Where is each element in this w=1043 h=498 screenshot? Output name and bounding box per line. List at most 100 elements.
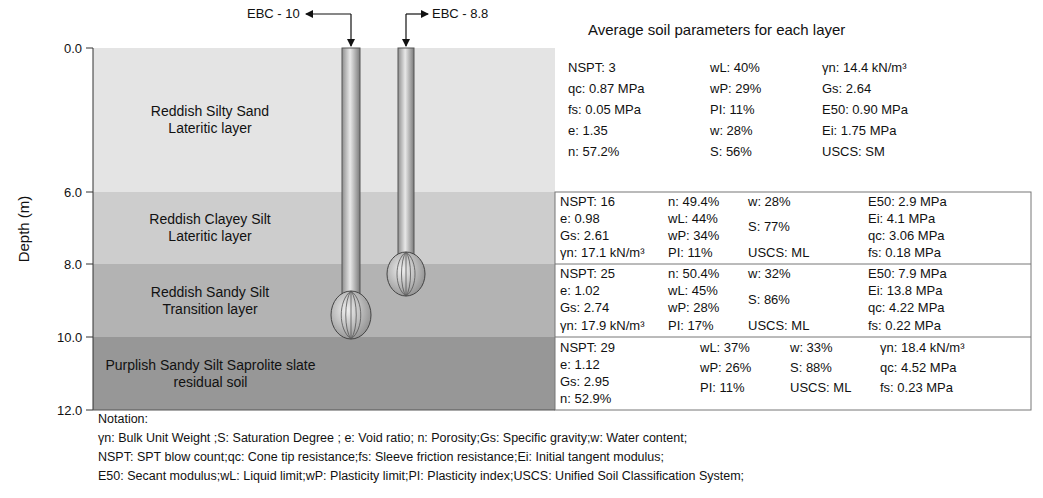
parameter-value: e: 1.02 <box>560 283 600 299</box>
parameter-value: qc: 3.06 MPa <box>868 228 945 244</box>
layer-name: Reddish Silty Sand Lateritic layer <box>125 103 295 137</box>
parameter-value: n: 50.4% <box>668 266 719 282</box>
parameter-box: NSPT: 3 qc: 0.87 MPa fs: 0.05 MPa e: 1.35 n:… <box>555 48 1031 192</box>
parameter-value: n: 49.4% <box>668 194 719 210</box>
parameter-value: wL: 37% <box>700 340 750 356</box>
parameter-value: wP: 34% <box>668 228 719 244</box>
parameter-value: Ei: 13.8 MPa <box>868 283 942 299</box>
parameter-value: PI: 11% <box>700 380 745 396</box>
parameter-value: USCS: ML <box>790 380 851 396</box>
parameter-value: wP: 26% <box>700 360 751 376</box>
parameter-value: wL: 40% <box>710 60 760 76</box>
parameter-value: NSPT: 16 <box>560 194 615 210</box>
bulb-ribs <box>397 252 415 296</box>
parameter-value: n: 57.2% <box>568 144 619 160</box>
parameter-value: fs: 0.23 MPa <box>880 380 953 396</box>
table-heading: Average soil parameters for each layer <box>588 22 845 38</box>
leader-arrow <box>350 14 351 46</box>
soil-layer-band: Reddish Sandy Silt Transition layer <box>93 264 555 337</box>
parameter-value: Ei: 4.1 MPa <box>868 211 935 227</box>
table-rule <box>555 337 1031 338</box>
profile-base <box>93 410 555 411</box>
pile-shaft <box>342 48 360 294</box>
parameter-value: S: 86% <box>748 292 790 308</box>
parameter-value: n: 52.9% <box>560 391 611 407</box>
pile-shaft <box>398 48 414 254</box>
leader-arrow <box>405 14 406 46</box>
parameter-value: E50: 2.9 MPa <box>868 194 947 210</box>
parameter-value: PI: 17% <box>668 318 714 334</box>
layer-fill <box>93 264 555 337</box>
layer-name: Reddish Clayey Silt Lateritic layer <box>125 211 295 245</box>
parameter-value: wP: 28% <box>668 300 719 316</box>
parameter-value: Gs: 2.95 <box>560 374 609 390</box>
layer-name: Reddish Sandy Silt Transition layer <box>125 284 295 318</box>
parameter-box: NSPT: 29e: 1.12Gs: 2.95n: 52.9% wL: 37% wP… <box>555 337 1031 410</box>
parameter-value: NSPT: 29 <box>560 340 615 356</box>
leader-arrow <box>306 13 351 14</box>
layer-fill <box>93 48 555 192</box>
parameter-value: Gs: 2.64 <box>822 81 871 97</box>
notation-text: γn: Bulk Unit Weight ;S: Saturation Degr… <box>98 430 687 446</box>
parameter-value: wL: 44% <box>668 211 718 227</box>
tick <box>86 192 93 193</box>
soil-layer-band: Purplish Sandy Silt Saprolite slate resi… <box>93 337 555 410</box>
pile-bulb <box>331 291 371 339</box>
parameter-value: USCS: ML <box>748 318 809 334</box>
soil-layer-band: Reddish Silty Sand Lateritic layer <box>93 48 555 192</box>
bulb-ribs <box>341 291 361 339</box>
leader-arrow <box>406 13 428 14</box>
parameter-value: e: 1.12 <box>560 357 600 373</box>
parameter-value: w: 28% <box>748 194 791 210</box>
tick <box>86 48 93 49</box>
depth-axis <box>93 48 94 410</box>
parameter-value: qc: 4.22 MPa <box>868 300 945 316</box>
parameter-value: fs: 0.05 MPa <box>568 102 641 118</box>
parameter-value: e: 1.35 <box>568 123 608 139</box>
parameter-value: Gs: 2.61 <box>560 228 609 244</box>
parameter-value: w: 32% <box>748 266 791 282</box>
pile-label: EBC - 8.8 <box>432 6 488 22</box>
parameter-value: Gs: 2.74 <box>560 300 609 316</box>
pile-bulb <box>387 252 425 296</box>
parameter-value: γn: 14.4 kN/m³ <box>822 60 907 76</box>
parameter-value: S: 77% <box>748 219 790 235</box>
parameter-value: fs: 0.18 MPa <box>868 245 941 261</box>
pile-label: EBC - 10 <box>247 6 300 22</box>
notation-text: NSPT: SPT blow count;qc: Cone tip resist… <box>98 449 664 465</box>
parameter-box: NSPT: 16e: 0.98Gs: 2.61γn: 17.1 kN/m³n: … <box>555 192 1031 264</box>
parameter-box: NSPT: 25e: 1.02Gs: 2.74γn: 17.9 kN/m³n: … <box>555 264 1031 337</box>
soil-layer-band: Reddish Clayey Silt Lateritic layer <box>93 192 555 264</box>
tick <box>86 410 93 411</box>
table-rule <box>555 264 1031 265</box>
parameter-value: fs: 0.22 MPa <box>868 318 941 334</box>
parameter-value: γn: 17.9 kN/m³ <box>560 318 645 334</box>
depth-tick-label: 12.0 <box>57 403 82 419</box>
parameter-value: E50: 7.9 MPa <box>868 266 947 282</box>
parameter-value: PI: 11% <box>710 102 755 118</box>
tick <box>86 264 93 265</box>
parameter-value: wP: 29% <box>710 81 761 97</box>
parameter-value: E50: 0.90 MPa <box>822 102 908 118</box>
parameter-value: qc: 0.87 MPa <box>568 81 645 97</box>
parameter-value: w: 33% <box>790 340 833 356</box>
depth-tick-label: 8.0 <box>64 257 82 273</box>
parameter-value: e: 0.98 <box>560 211 600 227</box>
parameter-value: qc: 4.52 MPa <box>880 360 957 376</box>
parameter-value: PI: 11% <box>668 245 713 261</box>
parameter-value: wL: 45% <box>668 283 718 299</box>
depth-tick-label: 10.0 <box>57 330 82 346</box>
depth-tick-label: 0.0 <box>64 41 82 57</box>
parameter-value: NSPT: 3 <box>568 60 616 76</box>
notation-text: E50: Secant modulus;wL: Liquid limit;wP:… <box>98 468 744 484</box>
axis-title: Depth (m) <box>16 196 32 263</box>
table-frame <box>555 192 1031 410</box>
parameter-value: USCS: SM <box>822 144 885 160</box>
layer-name: Purplish Sandy Silt Saprolite slate resi… <box>103 357 318 391</box>
layer-fill <box>93 192 555 264</box>
parameter-value: S: 56% <box>710 144 752 160</box>
parameter-value: w: 28% <box>710 123 753 139</box>
notation-text: Notation: <box>98 411 148 427</box>
tick <box>86 337 93 338</box>
parameter-value: USCS: ML <box>748 245 809 261</box>
